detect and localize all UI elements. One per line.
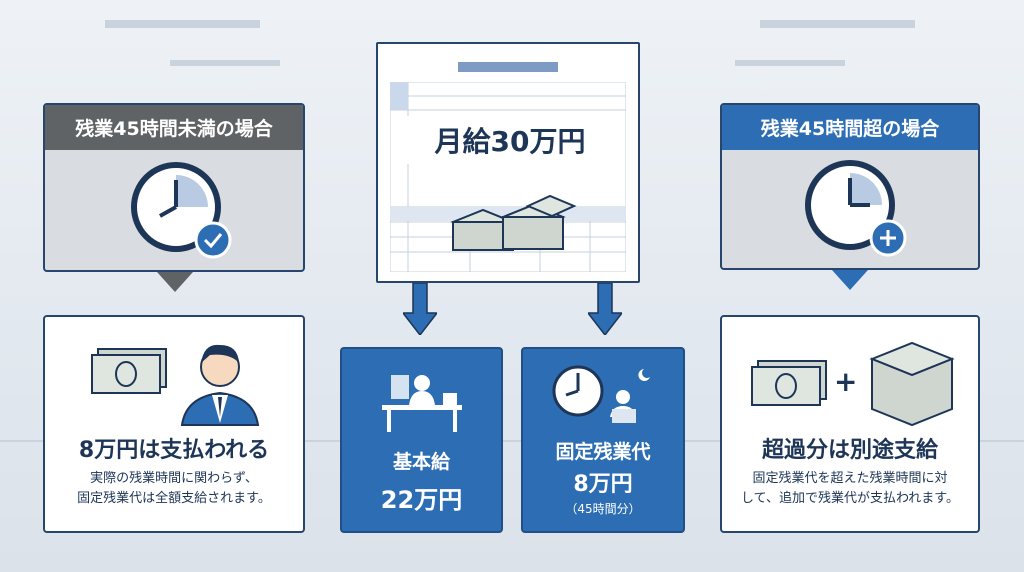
office-worker-desk-icon <box>381 375 462 432</box>
fixed-overtime-note: （45時間分） <box>565 502 641 516</box>
salary-document: 月給30万円 <box>376 42 640 283</box>
money-stacks-icon <box>450 194 577 251</box>
pointer-triangle <box>157 272 193 292</box>
base-salary-amount: 22万円 <box>380 486 463 514</box>
fixed-overtime-amount: 8万円 <box>573 472 633 497</box>
fixed-overtime-box: 固定残業代 8万円 （45時間分） <box>521 347 685 533</box>
right-result-title: 超過分は別途支給 <box>761 438 938 463</box>
under-45-hours-title: 残業45時間未満の場合 <box>45 105 303 150</box>
left-desc-line2: 固定残業代は全額支給されます。 <box>77 491 271 506</box>
fixed-overtime-label: 固定残業代 <box>555 441 651 463</box>
pointer-triangle <box>832 270 868 290</box>
over-45-hours-panel: 残業45時間超の場合 <box>720 103 980 270</box>
down-arrow-icon <box>403 283 437 335</box>
monthly-salary: 月給30万円 <box>398 116 622 164</box>
ceiling-light <box>105 20 260 28</box>
clock-check-icon <box>131 162 232 259</box>
over-45-hours-result-card: + 超過分は別途支給 固定残業代を超えた残業時間に対 して、追加で残業代が支払わ… <box>720 315 980 533</box>
ceiling-light <box>760 20 915 28</box>
businessman-icon <box>180 344 260 426</box>
under-45-hours-result-card: 8万円は支払われる 実際の残業時間に関わらず、 固定残業代は全額支給されます。 <box>43 315 305 533</box>
down-arrow-icon <box>588 283 622 335</box>
right-desc-line1: 固定残業代を超えた残業時間に対 <box>752 471 948 486</box>
base-salary-box: 基本給 22万円 <box>340 347 503 533</box>
floor-line <box>0 440 1024 442</box>
left-desc-line1: 実際の残業時間に関わらず、 <box>90 471 258 486</box>
banknote-icon <box>751 360 827 406</box>
left-result-title: 8万円は支払われる <box>78 438 270 463</box>
clock-laptop-night-icon <box>552 365 650 423</box>
right-desc-line2: して、追加で残業代が支払われます。 <box>740 491 959 506</box>
under-45-hours-panel: 残業45時間未満の場合 <box>43 103 305 272</box>
ceiling-light <box>735 60 845 66</box>
base-salary-label: 基本給 <box>392 451 450 473</box>
clock-plus-icon <box>805 160 907 257</box>
banknote-icon <box>91 348 167 394</box>
over-45-hours-title: 残業45時間超の場合 <box>722 105 978 150</box>
plus-sign: + <box>834 365 858 398</box>
money-stack-icon <box>869 341 955 427</box>
document-header-bar <box>458 62 558 72</box>
ceiling-light <box>170 60 280 66</box>
